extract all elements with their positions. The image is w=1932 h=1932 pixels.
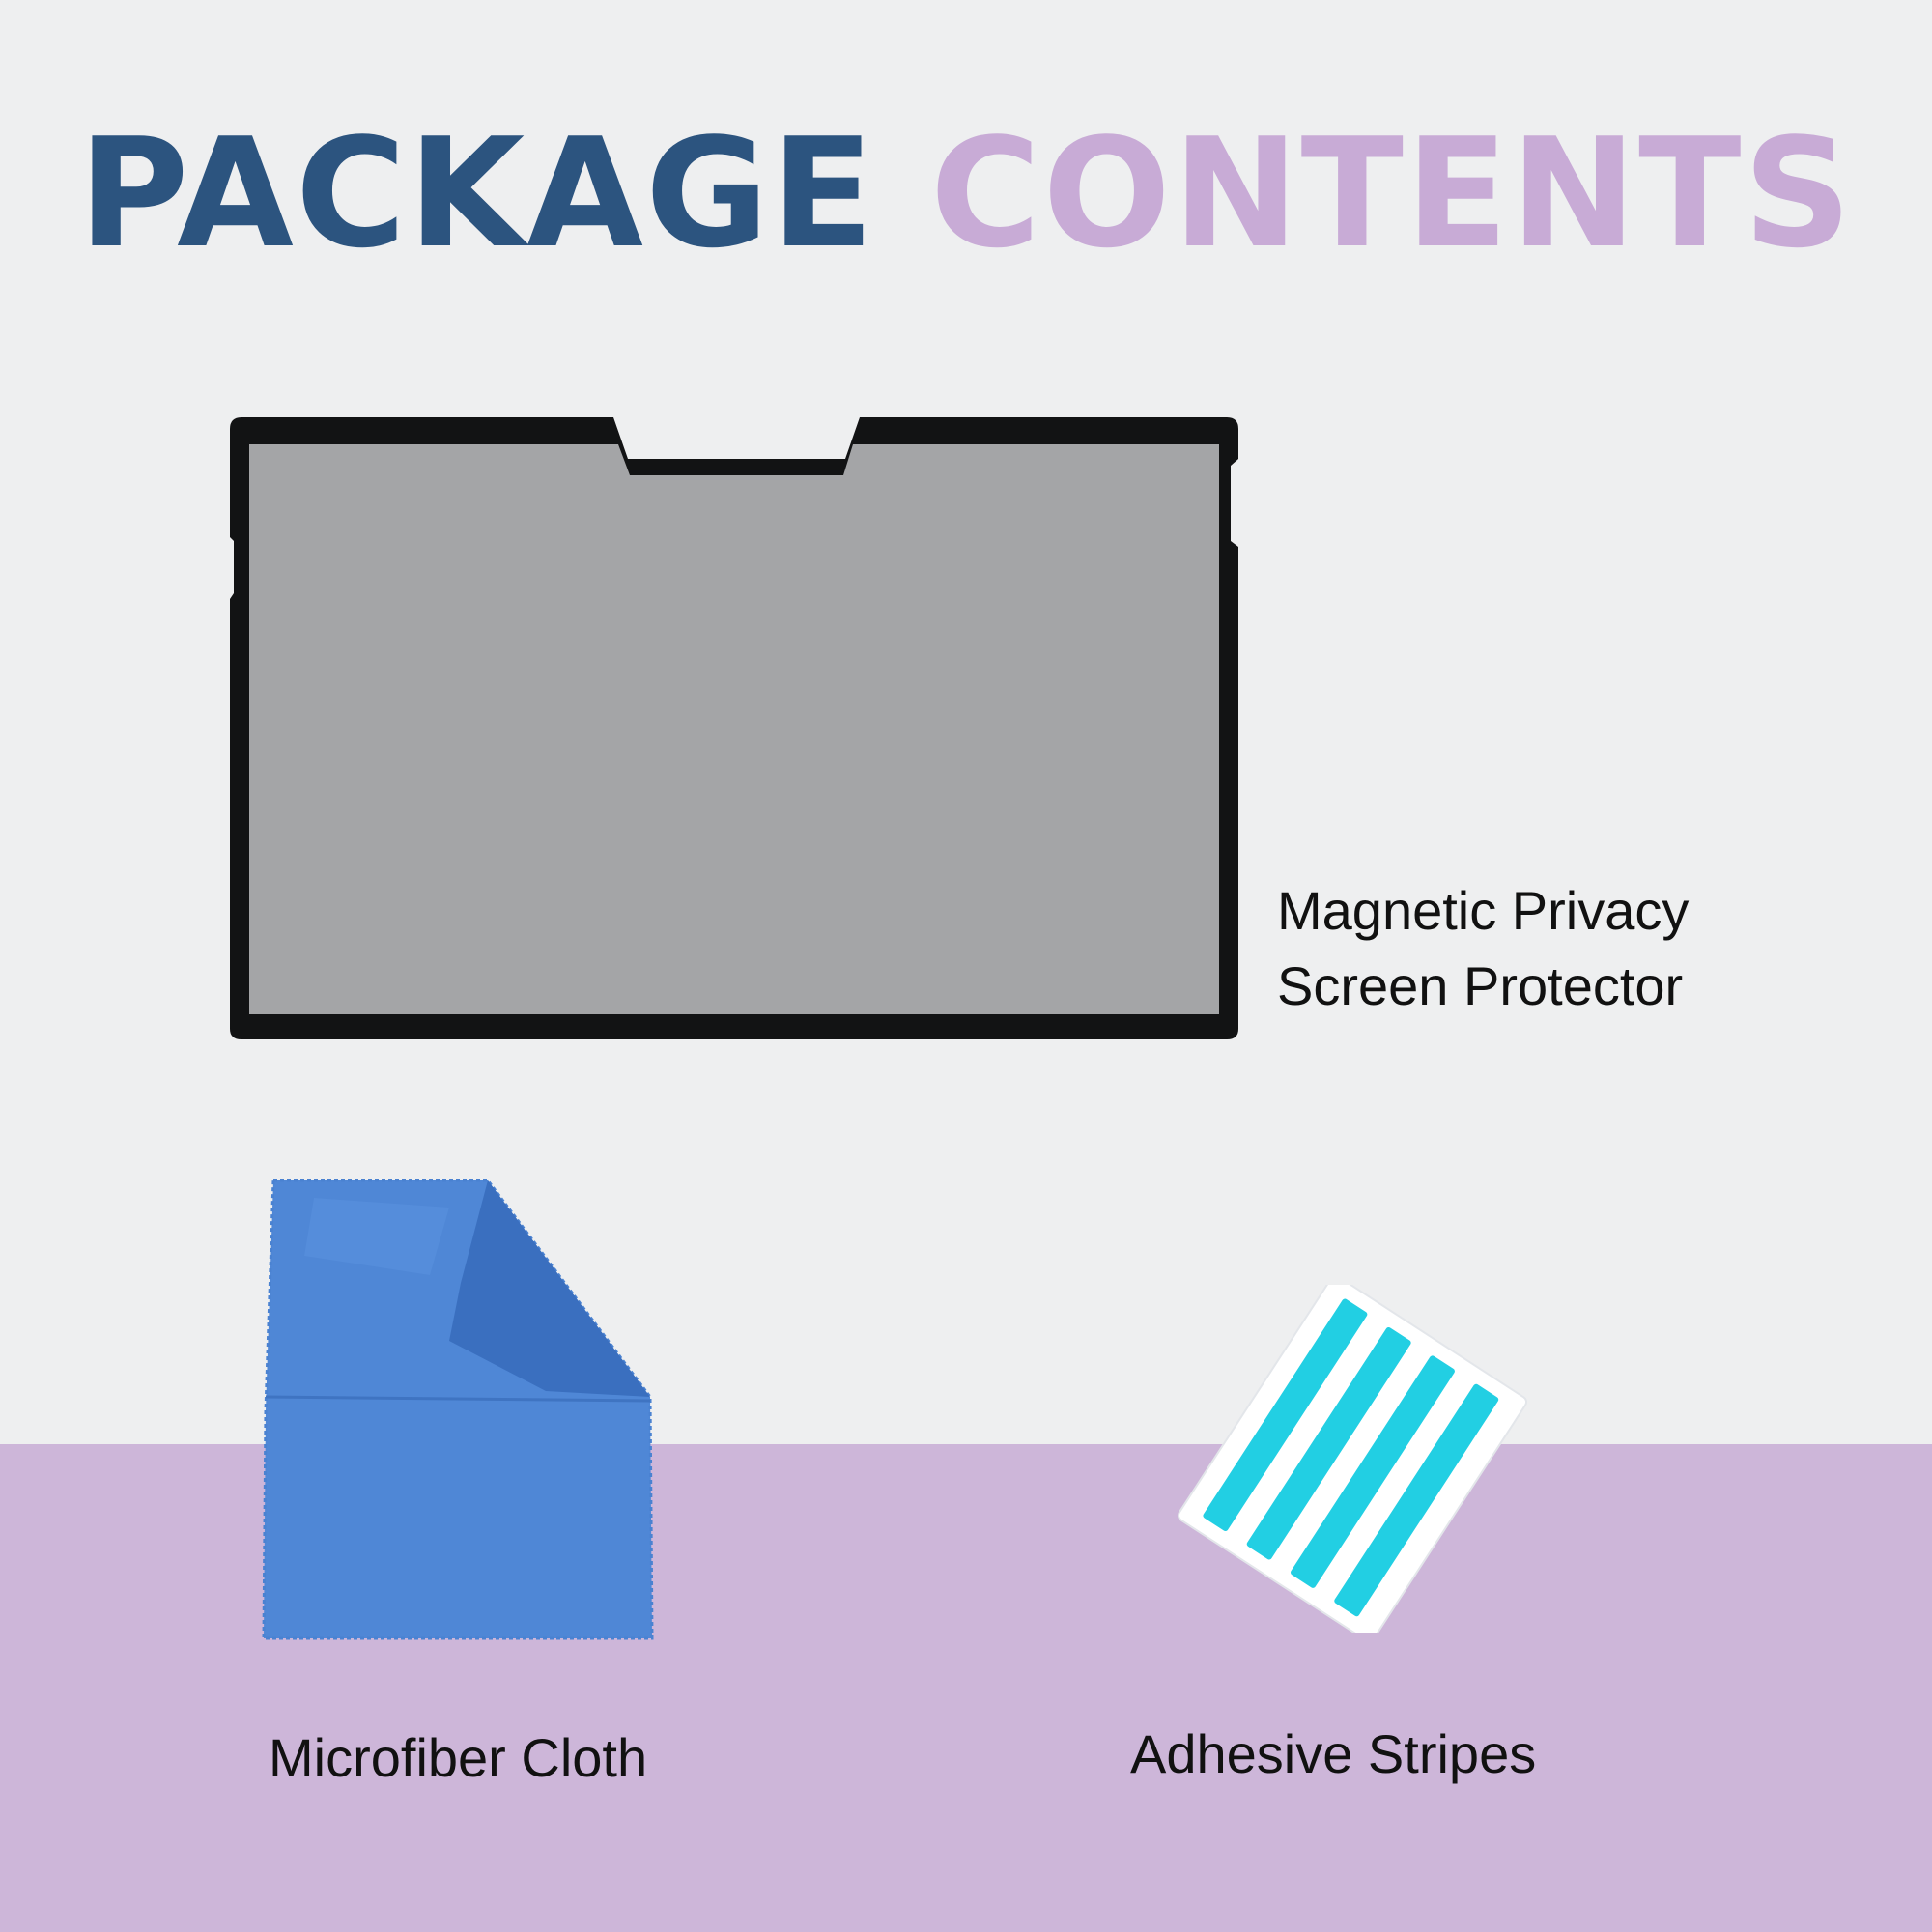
protector-label-line-1: Magnetic Privacy [1277,880,1690,941]
protector-screen [249,444,1219,1014]
protector-label: Magnetic Privacy Screen Protector [1277,873,1689,1024]
cloth-label: Microfiber Cloth [269,1727,648,1788]
adhesive-stripe-1 [1203,1298,1368,1532]
adhesive-stripe-3 [1291,1355,1455,1588]
cloth-folded-corner [449,1180,650,1397]
adhesive-stripe-4 [1334,1383,1499,1617]
cloth-fold-crease [265,1395,651,1403]
microfiber-cloth-image [262,1179,654,1640]
title-word-contents: CONTENTS [929,105,1854,281]
adhesive-stripe-2 [1246,1326,1411,1560]
adhesive-stripes-image [1177,1285,1528,1633]
protector-label-line-2: Screen Protector [1277,955,1684,1016]
privacy-screen-protector-image [230,417,1238,1039]
page-title: PACKAGE CONTENTS [0,111,1932,275]
title-word-package: PACKAGE [78,105,876,281]
cloth-sheen [304,1198,449,1275]
stripes-label: Adhesive Stripes [1130,1723,1537,1784]
